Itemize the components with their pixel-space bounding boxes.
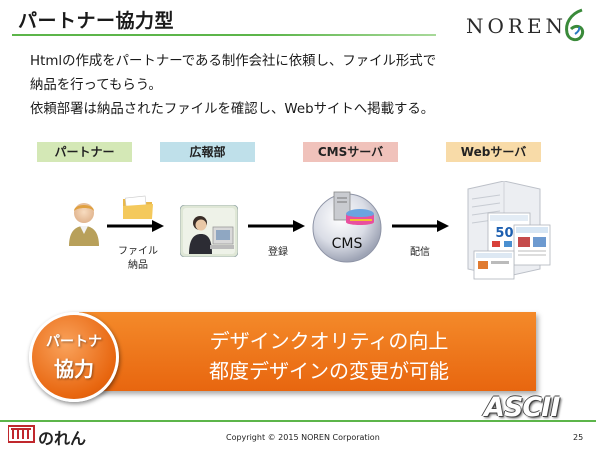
deliver-label: 配信: [410, 247, 430, 258]
arrow-partner-to-pr: [107, 220, 164, 232]
noren-footer-logo-icon: [8, 425, 35, 443]
arrow-pr-to-cms: [248, 220, 305, 232]
footer-rule: [0, 420, 596, 422]
page-number: 25: [573, 433, 584, 442]
intro-text: Htmlの作成をパートナーである制作会社に依頼し、ファイル形式で 納品を行っても…: [30, 50, 436, 122]
brand-swirl-icon: [565, 8, 585, 42]
file-delivery-label: ファイル 納品: [108, 245, 168, 273]
cms-label: CMS: [332, 236, 363, 252]
banner-line-1: デザインクオリティの向上: [209, 329, 449, 353]
intro-line-1: Htmlの作成をパートナーである制作会社に依頼し、ファイル形式で: [30, 54, 437, 69]
stage-label-pr: 広報部: [160, 142, 255, 162]
stage-label-cms: CMSサーバ: [303, 142, 398, 162]
arrow-cms-to-web: [392, 220, 449, 232]
title-underline: [12, 34, 436, 36]
banner-line-2: 都度デザインの変更が可能: [209, 359, 449, 383]
cms-server-icon: CMS: [312, 191, 382, 263]
stage-label-web: Webサーバ: [446, 142, 541, 162]
web-server-icon: 500: [467, 181, 551, 280]
partner-collab-badge: パートナ 協力: [29, 312, 119, 402]
slide-title: パートナー協力型: [18, 10, 175, 32]
stage-label-partner: パートナー: [37, 142, 132, 162]
folder-icon: [123, 195, 153, 219]
pr-staff-at-computer-icon: [180, 205, 238, 257]
badge-bottom-text: 協力: [54, 357, 94, 381]
partner-person-icon: [69, 203, 99, 246]
summary-banner: デザインクオリティの向上 都度デザインの変更が可能: [79, 312, 536, 391]
noren-brand-logo: NOREN: [466, 8, 590, 44]
footer-logo-text: のれん: [38, 429, 87, 448]
intro-line-3: 依頼部署は納品されたファイルを確認し、Webサイトへ掲載する。: [30, 102, 435, 117]
intro-line-2: 納品を行ってもらう。: [30, 78, 162, 93]
brand-name: NOREN: [466, 14, 568, 38]
copyright-text: Copyright © 2015 NOREN Corporation: [226, 433, 380, 442]
file-delivery-label-line2: 納品: [128, 260, 148, 271]
ascii-watermark: ASCII: [484, 392, 560, 423]
register-label: 登録: [268, 247, 288, 258]
file-delivery-label-line1: ファイル: [118, 246, 158, 257]
badge-top-text: パートナ: [46, 334, 102, 350]
